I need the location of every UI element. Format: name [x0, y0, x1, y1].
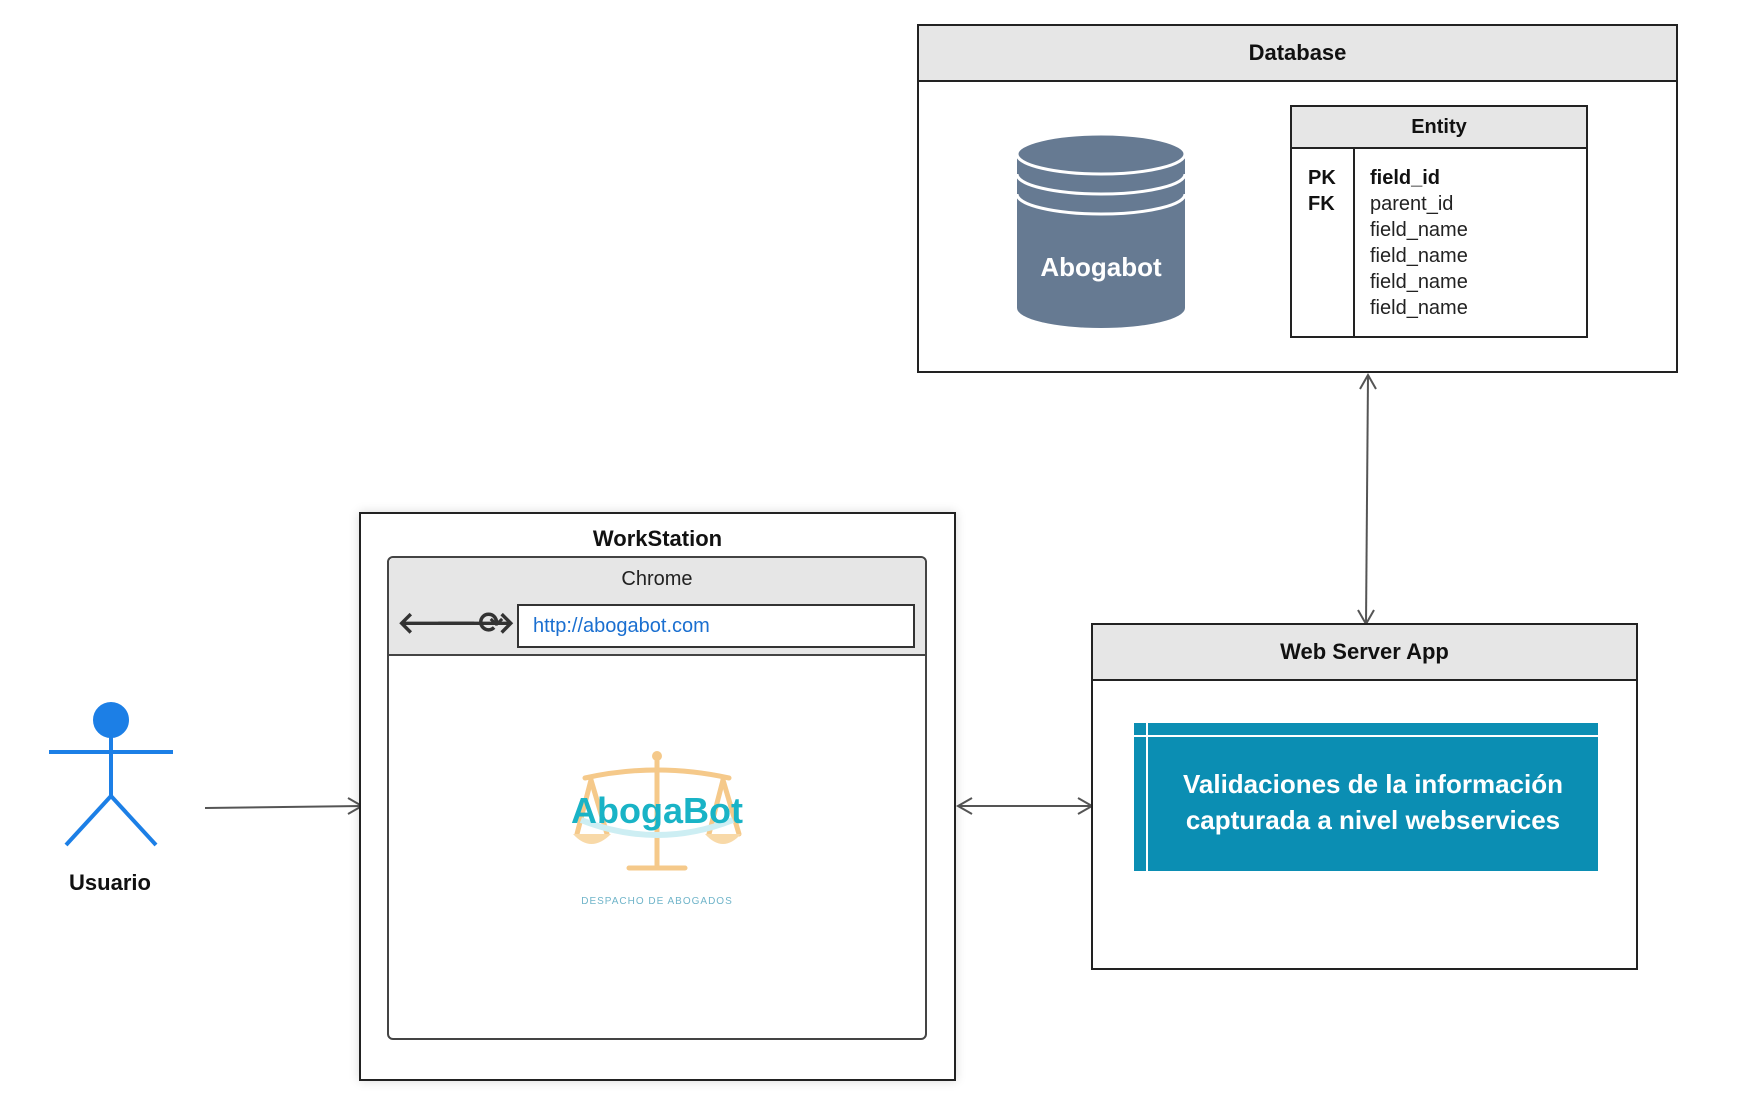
process-text-line: capturada a nivel webservices	[1185, 805, 1561, 835]
process-text-line: Validaciones de la información	[1182, 769, 1563, 799]
forward-arrow-icon[interactable]: 🡒	[435, 607, 516, 640]
url-input[interactable]: http://abogabot.com	[517, 604, 915, 648]
entity-field: field_name	[1370, 219, 1468, 241]
process-block-top-stripe	[1134, 735, 1598, 737]
workstation-title: WorkStation	[592, 526, 723, 551]
browser-window: Chrome 🡐 🡒 ⟳ http://abogabot.com AbogaBo…	[387, 556, 927, 1040]
webserver-title: Web Server App	[1093, 625, 1636, 681]
entity-keys: PK FK	[1308, 165, 1336, 217]
logo-subtitle: DESPACHO DE ABOGADOS	[581, 896, 733, 907]
back-arrow-icon[interactable]: 🡐	[397, 607, 478, 640]
entity-field: field_id	[1370, 167, 1441, 189]
entity-field: parent_id	[1370, 193, 1454, 215]
entity-field: field_name	[1370, 297, 1468, 319]
arrow-webserver-database	[1365, 375, 1369, 625]
logo-wordmark: AbogaBot	[571, 790, 743, 831]
webserver-box: Web Server App Validaciones de la inform…	[1091, 623, 1638, 970]
actor-stick-figure-icon	[49, 702, 173, 847]
entity-key-fk: FK	[1308, 193, 1335, 215]
entity-key-pk: PK	[1308, 167, 1336, 189]
entity-table: Entity PK FK field_id parent_id field_na…	[1290, 105, 1588, 338]
entity-fields: field_id parent_id field_name field_name…	[1370, 165, 1468, 321]
reload-icon[interactable]: ⟳	[478, 607, 504, 640]
scales-logo-icon	[573, 751, 742, 871]
actor-label: Usuario	[69, 870, 151, 895]
entity-field: field_name	[1370, 245, 1468, 267]
database-cylinder-icon	[1015, 132, 1187, 328]
database-cylinder-label: Abogabot	[1040, 252, 1162, 282]
arrow-actor-to-workstation	[204, 805, 363, 809]
process-block-left-stripe	[1146, 723, 1148, 871]
entity-key-column-divider	[1353, 149, 1355, 336]
workstation-box: WorkStation Chrome 🡐 🡒 ⟳ http://abogabot…	[359, 512, 956, 1081]
entity-title: Entity	[1292, 107, 1586, 149]
process-text: Validaciones de la información capturada…	[1169, 756, 1563, 838]
database-box: Database Abogabot Entity PK FK field_id …	[917, 24, 1678, 373]
entity-field: field_name	[1370, 271, 1468, 293]
database-title: Database	[919, 26, 1676, 82]
browser-title: Chrome	[621, 568, 693, 590]
process-block: Validaciones de la información capturada…	[1134, 723, 1598, 871]
browser-toolbar: Chrome 🡐 🡒 ⟳ http://abogabot.com	[389, 558, 925, 656]
